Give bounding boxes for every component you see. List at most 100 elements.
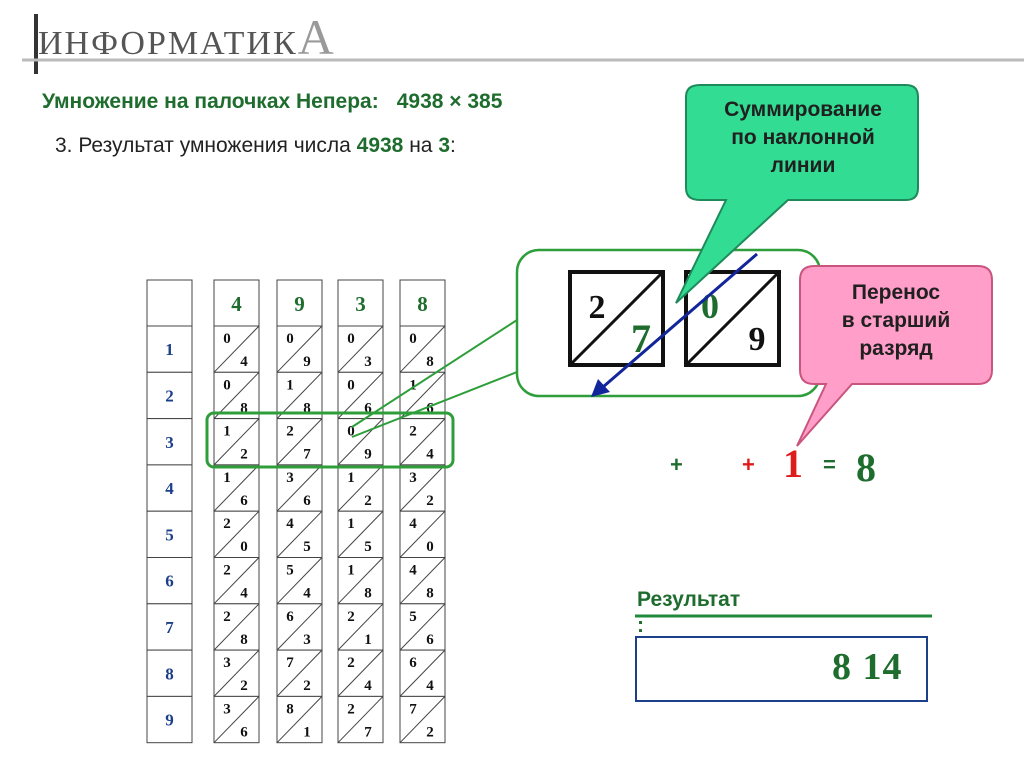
- rod-header-digit: 8: [417, 292, 428, 316]
- index-rod-digit: 4: [165, 479, 174, 498]
- rod-cell-diagonal: [337, 557, 384, 605]
- zoom-cell-2: [684, 270, 781, 367]
- rod-cell-tens: 6: [409, 655, 417, 671]
- rod-cell-units: 8: [426, 354, 434, 370]
- rod-cell-diagonal: [276, 603, 323, 651]
- rod-cell-tens: 3: [223, 655, 231, 671]
- result-value: 8 14: [832, 646, 903, 688]
- rod-cell-units: 8: [426, 586, 434, 602]
- rod-cell-diagonal: [276, 325, 323, 373]
- rod-cell-units: 5: [303, 539, 311, 555]
- rod-cell-diagonal: [213, 603, 260, 651]
- index-rod-cell: [146, 418, 193, 466]
- rod-cell-tens: 1: [223, 470, 231, 486]
- rod-cell-diagonal: [213, 464, 260, 512]
- sum-result: 8: [856, 445, 876, 490]
- index-rod-digit: 6: [165, 572, 174, 591]
- rod-cell-diagonal: [399, 325, 446, 373]
- rod-cell-units: 8: [303, 400, 311, 416]
- diagonal-arrow-head: [591, 379, 610, 397]
- rod-cell-tens: 1: [347, 563, 355, 579]
- sum-plus-1: +: [670, 452, 683, 477]
- rod-cell-tens: 0: [223, 331, 231, 347]
- index-rod-cell: [146, 325, 193, 373]
- rod-cell-diagonal: [213, 325, 260, 373]
- rod-cell-tens: 8: [286, 701, 294, 717]
- rod-cell-tens: 5: [409, 609, 417, 625]
- zoom-cell-2-tens: 0: [701, 286, 719, 326]
- rod-cell-units: 4: [426, 678, 434, 694]
- rod-cell-tens: 2: [409, 424, 417, 440]
- rod-cell-units: 6: [240, 493, 248, 509]
- rod-header-cell: [276, 279, 323, 327]
- rod-cell-diagonal: [337, 649, 384, 697]
- rod-cell-units: 2: [240, 678, 248, 694]
- rod-cell-tens: 3: [286, 470, 294, 486]
- rod-cell-tens: 5: [286, 563, 294, 579]
- rod-header-cell: [399, 279, 446, 327]
- rod-cell-units: 6: [303, 493, 311, 509]
- sum-plus-2: +: [742, 452, 755, 477]
- rod-cell-diagonal: [399, 696, 446, 744]
- rod-cell-units: 8: [364, 586, 372, 602]
- rod-cell-diagonal: [276, 464, 323, 512]
- rod-cell-units: 6: [426, 632, 434, 648]
- rod-cell-tens: 2: [223, 563, 231, 579]
- rod-header-digit: 9: [294, 292, 305, 316]
- rod-cell-diagonal: [276, 557, 323, 605]
- rod-cell-diagonal: [399, 557, 446, 605]
- rod-cell-units: 4: [426, 447, 434, 463]
- rod-cell-units: 6: [426, 400, 434, 416]
- rod-cell-tens: 1: [409, 377, 417, 393]
- rod-cell-units: 3: [364, 354, 372, 370]
- rod-cell-units: 9: [364, 447, 372, 463]
- rod-cell-diagonal: [337, 325, 384, 373]
- rod-header-cell: [337, 279, 384, 327]
- rod-cell-tens: 3: [223, 701, 231, 717]
- rod-cell-diagonal: [399, 649, 446, 697]
- rod-header-digit: 3: [355, 292, 366, 316]
- rod-cell-units: 2: [426, 724, 434, 740]
- rod-cell-units: 4: [240, 354, 248, 370]
- index-rod-digit: 2: [165, 386, 174, 405]
- index-rod-cell: [146, 464, 193, 512]
- rod-cell-diagonal: [213, 510, 260, 558]
- index-rod-digit: 1: [165, 340, 174, 359]
- rod-cell-units: 4: [240, 586, 248, 602]
- header-logo: ИНФОРМАТИКА: [38, 9, 336, 65]
- rod-cell-units: 4: [303, 586, 311, 602]
- rod-cell-tens: 0: [347, 424, 355, 440]
- rod-cell-diagonal: [276, 696, 323, 744]
- rod-cell-diagonal: [213, 557, 260, 605]
- rod-cell-diagonal: [337, 510, 384, 558]
- rod-cell-diagonal: [399, 371, 446, 419]
- rod-cell-diagonal: [276, 649, 323, 697]
- index-rod-digit: 7: [165, 618, 174, 637]
- result-box: [635, 636, 928, 702]
- rod-cell-diagonal: [213, 418, 260, 466]
- rod-cell-tens: 2: [347, 655, 355, 671]
- subtitle: 3. Результат умножения числа 4938 на 3:: [55, 134, 456, 157]
- rod-cell-units: 8: [240, 632, 248, 648]
- rod-header-cell: [213, 279, 260, 327]
- rod-cell-tens: 3: [409, 470, 417, 486]
- rod-cell-units: 6: [364, 400, 372, 416]
- rod-cell-units: 8: [240, 400, 248, 416]
- rod-cell-tens: 2: [347, 701, 355, 717]
- rod-cell-units: 6: [240, 724, 248, 740]
- rod-cell-units: 9: [303, 354, 311, 370]
- rod-cell-units: 5: [364, 539, 372, 555]
- rod-cell-units: 3: [303, 632, 311, 648]
- result-label: Результат: [637, 588, 741, 611]
- rod-cell-tens: 0: [286, 331, 294, 347]
- index-rod-cell: [146, 695, 193, 744]
- index-rod-digit: 8: [165, 664, 174, 683]
- rod-cell-units: 1: [303, 724, 311, 740]
- index-rod-digit: 5: [165, 525, 174, 544]
- index-rod-cell: [146, 649, 193, 697]
- index-rod-cell: [146, 510, 193, 559]
- rod-cell-tens: 7: [409, 701, 417, 717]
- rod-cell-tens: 0: [223, 377, 231, 393]
- rod-cell-tens: 4: [409, 516, 417, 532]
- callout-sum-bubble: [675, 84, 919, 304]
